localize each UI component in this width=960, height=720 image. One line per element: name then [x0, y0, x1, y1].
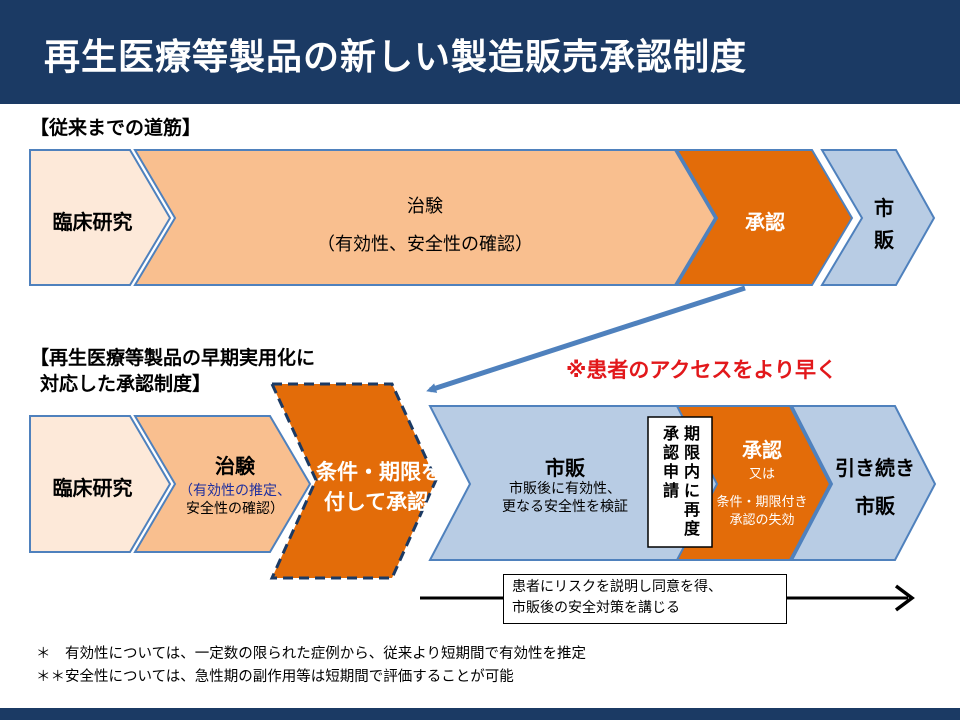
conv-trial-sub-label: （有効性、安全性の確認） [317, 234, 533, 255]
new-continued-market-shape [790, 405, 937, 561]
conv-trial-label: 治験 [407, 196, 443, 217]
arrow-note-line-2: 市販後の安全対策を講じる [512, 600, 680, 616]
footer-bar [0, 708, 960, 720]
arrow-note-box: 患者にリスクを説明し同意を得、 市販後の安全対策を講じる [503, 574, 787, 624]
conditional-approval-label-1: 条件・期限を [316, 460, 442, 484]
conv-approval-label: 承認 [745, 210, 785, 234]
continued-market-label-2: 市販 [855, 494, 895, 518]
new-trial-sub-label-1: （有効性の推定、 [179, 483, 291, 499]
new-section-label-2: 対応した承認制度】 [40, 373, 212, 395]
footnote-efficacy: ＊ 有効性については、一定数の限られた症例から、従来より短期間で有効性を推定 [36, 646, 586, 662]
reapply-box [647, 416, 713, 548]
new-approval-label: 承認 [742, 438, 782, 462]
conventional-section-label: 【従来までの道筋】 [30, 117, 202, 139]
conv-approval-shape [675, 149, 854, 286]
conv-market-label-1: 市 [874, 196, 894, 220]
new-market-sub-label-1: 市販後に有効性、 [509, 481, 621, 497]
new-market-label: 市販 [545, 456, 585, 480]
connector-arrow [426, 285, 746, 393]
new-trial-label: 治験 [215, 454, 255, 478]
conv-market-shape [820, 149, 936, 286]
conditional-approval-label-2: 付して承認 [323, 490, 429, 514]
arrow-note-line-1: 患者にリスクを説明し同意を得、 [512, 579, 722, 595]
new-clinical-research-label: 臨床研究 [52, 476, 133, 500]
conditional-approval-shape [269, 382, 438, 580]
new-trial-sub-label-2: 安全性の確認） [186, 501, 284, 517]
page-title: 再生医療等製品の新しい製造販売承認制度 [44, 37, 748, 78]
reapply-col-2: 承認申請 [662, 424, 679, 500]
new-approval-sub-label-2: 承認の失効 [729, 513, 795, 528]
title-bar [0, 0, 960, 104]
patient-access-highlight: ※患者のアクセスをより早く [566, 358, 837, 382]
conv-clinical-research-label: 臨床研究 [52, 210, 133, 234]
new-approval-sub-label-1: 条件・期限付き [716, 495, 808, 510]
conv-market-label-2: 販 [874, 228, 894, 252]
reapply-col-1: 期限内に再度 [683, 424, 700, 538]
new-approval-or-label: 又は [748, 467, 775, 482]
continued-market-label-1: 引き続き [835, 456, 915, 480]
conv-clinical-research-shape [29, 149, 172, 286]
conv-trial-shape [133, 149, 717, 286]
new-market-sub-label-2: 更なる安全性を検証 [502, 499, 628, 515]
new-clinical-research-shape [29, 415, 172, 553]
new-approval-shape [675, 405, 832, 561]
new-trial-shape [133, 415, 312, 553]
timeline-arrowhead [894, 584, 915, 612]
footnote-safety: ＊＊安全性については、急性期の副作用等は短期間で評価することが可能 [36, 669, 514, 685]
new-section-label-1: 【再生医療等製品の早期実用化に [30, 347, 316, 369]
reapply-text: 期限内に再度 承認申請 [650, 418, 712, 546]
